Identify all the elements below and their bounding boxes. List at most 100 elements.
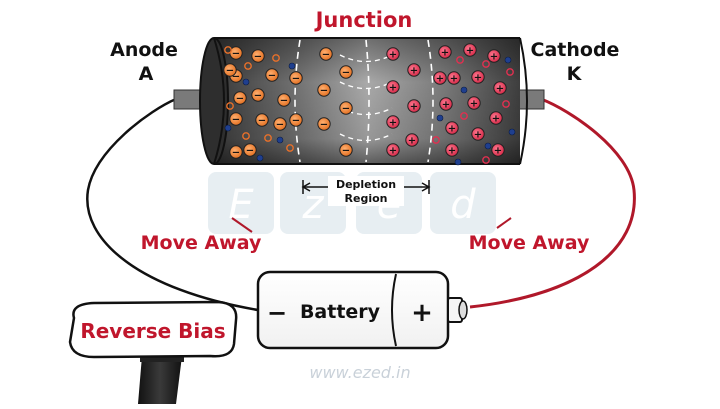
hole-carrier [386,80,400,94]
electron-carrier [233,91,247,105]
watermark-box [430,172,496,234]
hole-carrier [386,47,400,61]
minority-ring [264,134,272,142]
battery-label: Battery [300,301,381,323]
depletion-label-line1: Depletion [336,178,396,191]
hole-symbol: + [389,83,397,94]
hole-carrier [433,71,447,85]
left-wire [86,97,259,312]
electron-carrier [339,65,353,79]
electron-symbol: − [342,68,350,79]
electron-carrier [251,88,265,102]
hole-carrier [407,63,421,77]
hole-symbol: + [450,74,458,85]
hole-carrier [491,143,505,157]
hole-carrier [407,99,421,113]
hole-symbol: + [389,146,397,157]
watermark-letter: E [228,182,254,228]
minority-dot [436,114,444,122]
hole-symbol: + [408,136,416,147]
hole-symbol: + [389,50,397,61]
minority-dot [508,128,516,136]
hole-carrier [386,115,400,129]
move-away-right-arrow [496,217,512,229]
hole-symbol: + [410,102,418,113]
anode-letter: A [139,63,154,85]
electron-symbol: − [232,72,240,83]
minority-ring [272,54,280,62]
pn-junction-diode [199,37,528,165]
electron-symbol: − [232,49,240,60]
minority-dot [454,158,462,166]
hole-symbol: + [448,124,456,135]
hole-carrier [487,49,501,63]
minority-ring [502,100,510,108]
minority-ring [286,144,294,152]
depletion-label-line2: Region [345,192,388,205]
hole-symbol: + [492,114,500,125]
electron-symbol: − [226,66,234,77]
hole-carrier [386,143,400,157]
hole-carrier [445,121,459,135]
electron-carrier [229,145,243,159]
minority-ring [482,156,490,164]
reverse-bias-sign [68,300,238,404]
watermark-letter: d [450,182,476,228]
electron-carrier [289,71,303,85]
electron-carrier [339,143,353,157]
electron-carrier [273,117,287,131]
hole-carrier [493,81,507,95]
minority-ring [482,60,490,68]
minority-ring [456,56,464,64]
electron-carrier [229,112,243,126]
electron-carrier [265,68,279,82]
reverse-bias-label: Reverse Bias [80,319,225,343]
electron-symbol: − [320,86,328,97]
hole-symbol: + [466,46,474,57]
hole-symbol: + [448,146,456,157]
electron-symbol: − [292,116,300,127]
electron-symbol: − [276,120,284,131]
minority-dot [288,62,296,70]
electron-symbol: − [236,94,244,105]
hole-symbol: + [474,130,482,141]
hole-symbol: + [441,48,449,59]
electron-carrier [289,113,303,127]
hole-carrier [438,45,452,59]
battery [256,270,468,350]
hole-symbol: + [442,100,450,111]
electron-symbol: − [292,74,300,85]
electron-symbol: − [342,146,350,157]
minority-ring [226,102,234,110]
hole-carrier [471,70,485,84]
electron-symbol: − [320,120,328,131]
hole-carrier [467,96,481,110]
minority-dot [276,136,284,144]
hole-carrier [445,143,459,157]
right-wire [469,97,636,309]
battery-plus-terminal: + [411,298,433,328]
electron-carrier [319,47,333,61]
junction-title: Junction [314,8,413,32]
minority-ring [432,136,440,144]
electron-symbol: − [254,52,262,63]
electron-carrier [277,93,291,107]
electron-symbol: − [342,104,350,115]
electron-carrier [317,117,331,131]
hole-carrier [489,111,503,125]
move-away-left-label: Move Away [141,232,262,254]
minority-dot [224,124,232,132]
electron-symbol: − [246,146,254,157]
hole-symbol: + [474,73,482,84]
charge-carriers: −−−−−−−−−−−−−−−−−−−−−+++++++++++++++++++… [223,43,516,166]
hole-symbol: + [389,118,397,129]
battery-minus-terminal: − [267,299,287,327]
hole-symbol: + [470,99,478,110]
move-away-right-label: Move Away [469,232,590,254]
electron-carrier [317,83,331,97]
hole-carrier [439,97,453,111]
hole-carrier [447,71,461,85]
watermark-box [208,172,274,234]
